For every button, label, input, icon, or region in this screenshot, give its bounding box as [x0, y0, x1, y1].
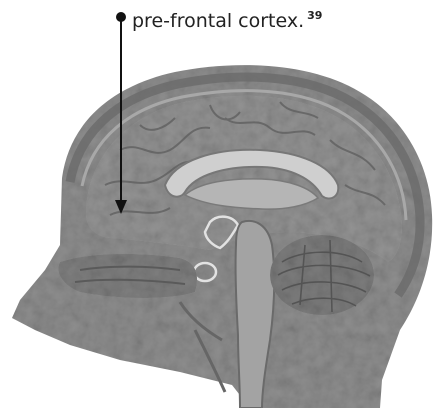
- reference-number: 39: [307, 9, 322, 22]
- cerebellum: [270, 235, 374, 315]
- prefrontal-cortex-label: pre-frontal cortex.39: [132, 3, 322, 34]
- label-text: pre-frontal cortex.: [132, 10, 304, 32]
